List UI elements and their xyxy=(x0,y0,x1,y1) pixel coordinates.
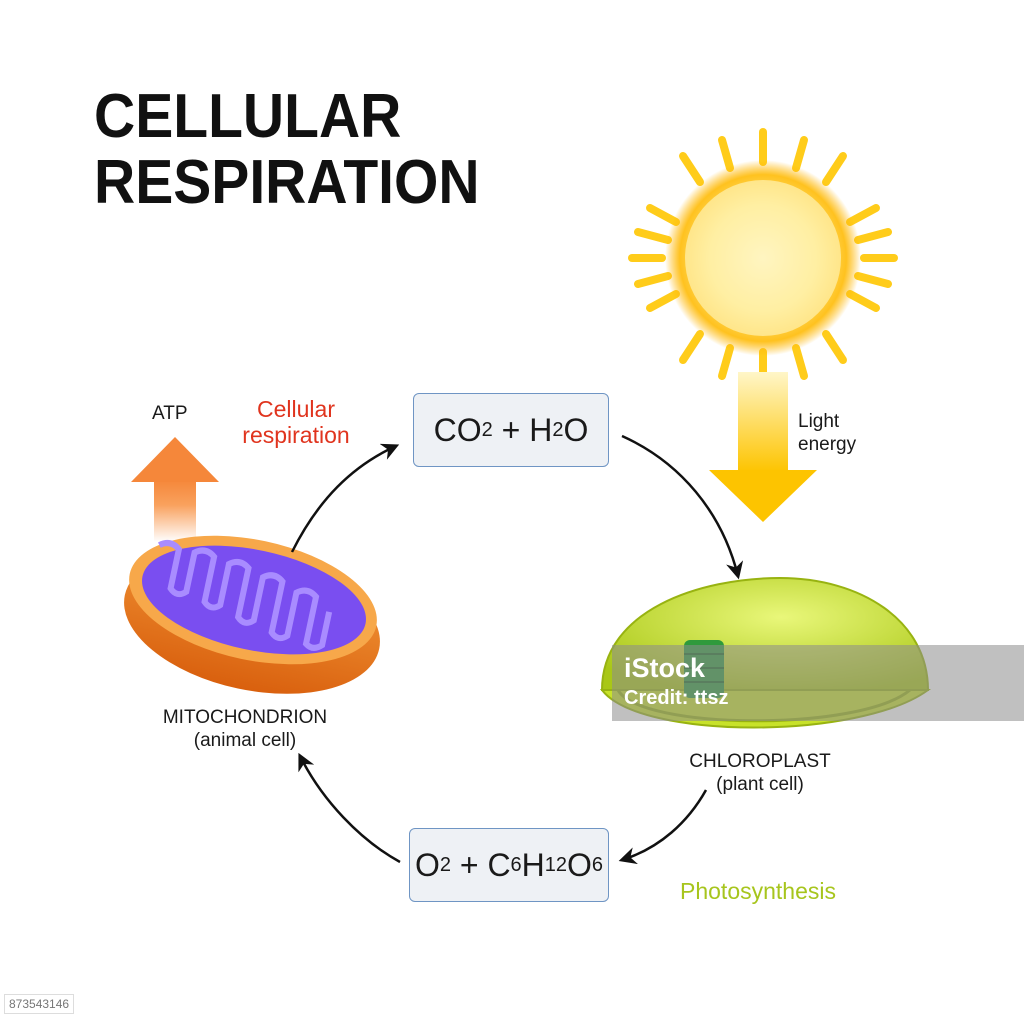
h2-subscript: 2 xyxy=(552,418,564,441)
mitochondrion-line-2: (animal cell) xyxy=(193,730,297,751)
watermark-line-2: Credit: ttsz xyxy=(624,687,729,709)
light-energy-label: Light energy xyxy=(798,410,856,456)
arrow-mito-to-co2 xyxy=(290,443,400,553)
o2-text: O xyxy=(414,846,440,883)
atp-arrow xyxy=(131,437,219,542)
c6-subscript: 6 xyxy=(510,853,522,876)
cellular-respiration-line-1: Cellular xyxy=(257,396,335,422)
mitochondrion-label: MITOCHONDRION (animal cell) xyxy=(150,706,340,752)
co2-subscript: 2 xyxy=(481,418,493,441)
light-energy-line-1: Light xyxy=(798,411,840,432)
title-line-2: RESPIRATION xyxy=(94,148,480,217)
o6-subscript: 6 xyxy=(591,853,604,876)
title-line-1: CELLULAR xyxy=(94,82,402,151)
h12-subscript: 12 xyxy=(544,853,568,876)
plus-c-text: + C xyxy=(450,846,511,883)
chloroplast-line-2: (plant cell) xyxy=(716,774,804,795)
watermark-text: iStock Credit: ttsz xyxy=(624,653,728,713)
cellular-respiration-line-2: respiration xyxy=(242,422,350,448)
stock-id-label: 873543146 xyxy=(4,994,75,1014)
mitochondrion-line-1: MITOCHONDRION xyxy=(162,707,328,728)
o2-subscript: 2 xyxy=(439,853,451,876)
co2-text: CO xyxy=(433,411,482,448)
watermark-banner: iStock Credit: ttsz xyxy=(612,645,1024,721)
h-text: H xyxy=(521,846,545,883)
mitochondrion-illustration xyxy=(124,535,380,694)
chloroplast-label: CHLOROPLAST (plant cell) xyxy=(670,750,850,796)
plus-h-text: + H xyxy=(492,411,553,448)
watermark-line-1: iStock xyxy=(624,653,706,683)
sun-icon xyxy=(628,128,898,386)
light-energy-arrow xyxy=(709,372,817,522)
arrow-o2-to-mito xyxy=(298,752,401,864)
o6-text: O xyxy=(567,846,592,883)
page-title: CELLULAR RESPIRATION xyxy=(94,84,480,216)
chloroplast-line-1: CHLOROPLAST xyxy=(689,751,831,772)
arrow-co2-to-chloroplast xyxy=(621,434,744,580)
cellular-respiration-label: Cellular respiration xyxy=(238,396,354,448)
arrow-chloroplast-to-o2 xyxy=(618,789,708,865)
atp-label: ATP xyxy=(152,403,188,424)
photosynthesis-label: Photosynthesis xyxy=(680,878,836,904)
light-energy-line-2: energy xyxy=(798,434,857,455)
o-text: O xyxy=(563,411,589,448)
